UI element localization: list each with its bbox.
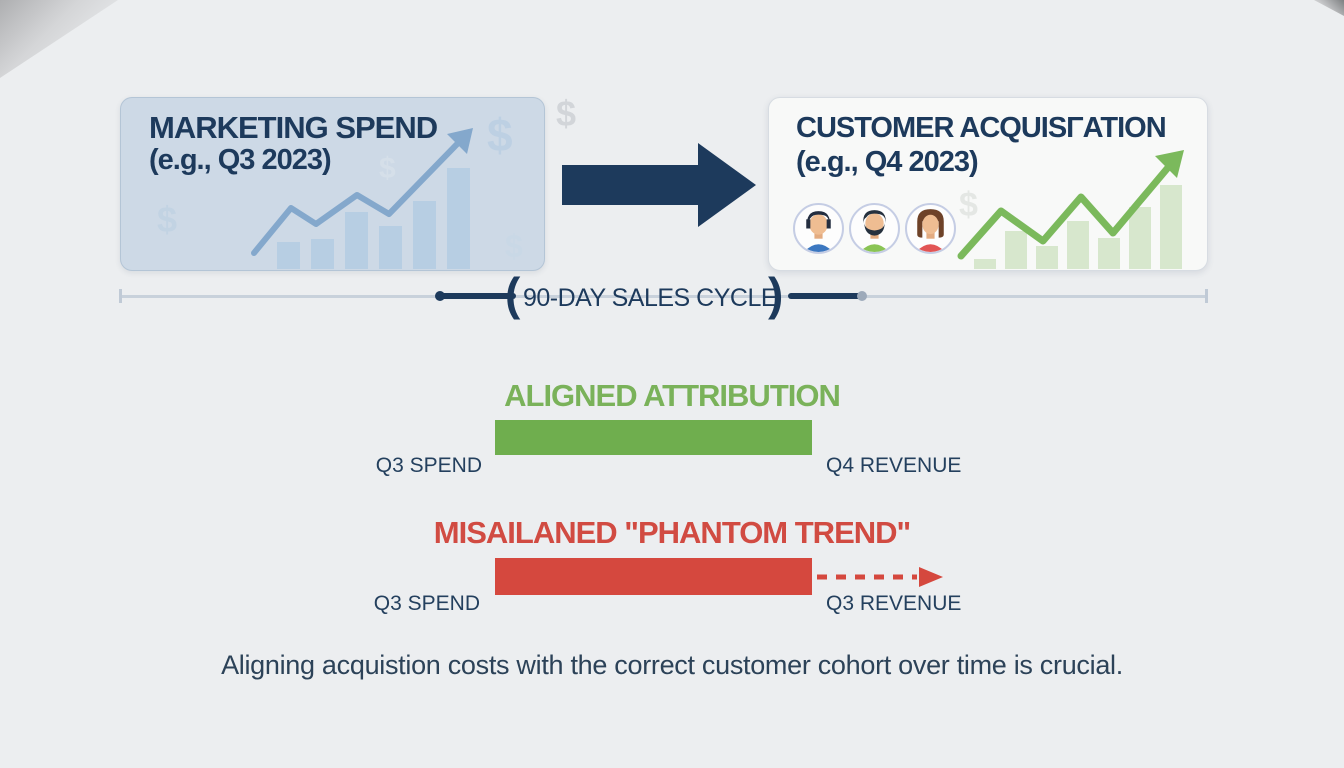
page-corner-fold-left xyxy=(0,0,118,78)
aligned-right-label: Q4 REVENUE xyxy=(826,454,962,477)
timeline-dot-left xyxy=(435,291,445,301)
chart-bar xyxy=(413,201,436,269)
acquisition-title: CUSTOMER ACQUISΓATION xyxy=(796,112,1167,144)
aligned-bar xyxy=(495,420,812,455)
chart-bar xyxy=(974,259,996,269)
right-arrow-icon xyxy=(562,143,756,227)
dollar-icon: $ xyxy=(556,93,577,134)
marketing-spend-card: MARKETING SPEND (e.g., Q3 2023) $ $ $ $ xyxy=(120,97,545,271)
chart-bar xyxy=(1160,185,1182,269)
dollar-icon: $ xyxy=(487,109,513,161)
spend-bar-chart xyxy=(277,168,470,269)
misaligned-right-label: Q3 REVENUE xyxy=(826,592,962,615)
chart-bar xyxy=(447,168,470,269)
chart-bar xyxy=(1005,231,1027,269)
acquisition-bar-chart xyxy=(974,185,1182,269)
bracket-open-icon: ( xyxy=(505,268,521,320)
acquisition-subtitle: (e.g., Q4 2023) xyxy=(796,146,979,178)
timeline-end-tick xyxy=(1205,289,1208,303)
dollar-icon: $ xyxy=(505,228,523,264)
chart-bar xyxy=(277,242,300,269)
dashed-arrow-icon xyxy=(817,567,943,587)
timeline-start-tick xyxy=(119,289,122,303)
dollar-icon: $ xyxy=(157,199,178,240)
chart-bar xyxy=(1098,238,1120,269)
aligned-attribution-title: ALIGNED ATTRIBUTION xyxy=(504,378,841,413)
avatar-male-dark-hair-icon xyxy=(793,203,844,254)
timeline-dot-right xyxy=(857,291,867,301)
misaligned-left-label: Q3 SPEND xyxy=(373,592,480,615)
chart-bar xyxy=(345,212,368,269)
caption-text: Aligning acquistion costs with the corre… xyxy=(221,650,1123,680)
customer-avatars xyxy=(793,203,956,254)
aligned-left-label: Q3 SPEND xyxy=(375,454,482,477)
chart-bar xyxy=(1067,221,1089,269)
chart-bar xyxy=(379,226,402,269)
avatar-male-beard-icon xyxy=(849,203,900,254)
sales-cycle-label: 90-DAY SALES CYCLE xyxy=(522,284,778,312)
chart-bar xyxy=(311,239,334,269)
timeline-line xyxy=(120,295,1208,298)
spend-title: MARKETING SPEND xyxy=(149,110,438,145)
timeline-dark-segment-right xyxy=(788,293,862,299)
avatar-female-brown-hair-icon xyxy=(905,203,956,254)
page-corner-fold-right xyxy=(1314,0,1344,16)
bracket-close-icon: ) xyxy=(768,268,784,320)
chart-bar xyxy=(1036,246,1058,269)
timeline-dark-segment-left xyxy=(440,293,516,299)
customer-acquisition-card: CUSTOMER ACQUISΓATION (e.g., Q4 2023) $ xyxy=(768,97,1208,271)
chart-bar xyxy=(1129,207,1151,269)
misaligned-trend-title: MISAILANED "PHANTOM TREND" xyxy=(433,515,911,550)
misaligned-bar xyxy=(495,558,812,595)
